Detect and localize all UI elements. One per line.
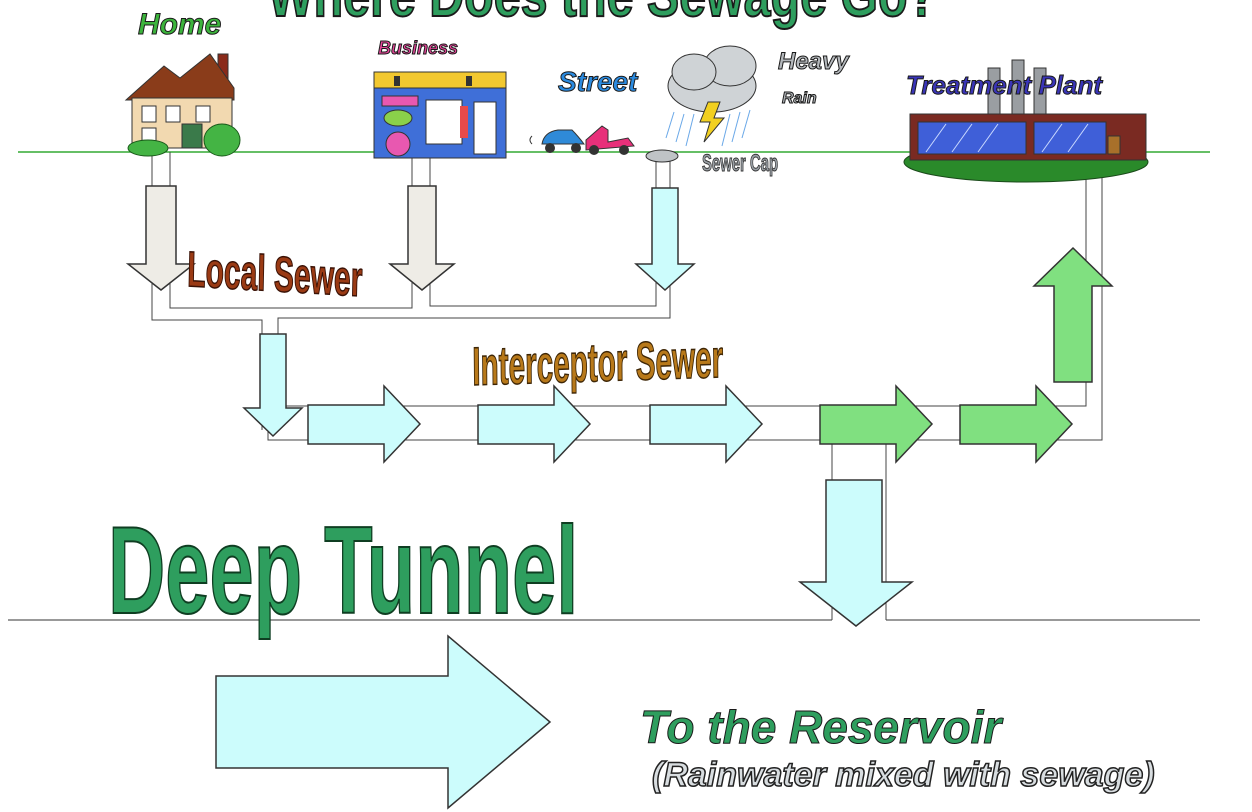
deep-tunnel-label: Deep Tunnel <box>107 501 579 641</box>
interceptor-arrow-2 <box>477 384 592 464</box>
heavy-rain-label-bottom: Rain <box>782 90 818 108</box>
local-sewer-label: Local Sewer <box>186 240 363 308</box>
plant-up-arrow <box>1032 246 1114 383</box>
storm-cloud-icon <box>665 45 757 147</box>
interceptor-arrow-4 <box>819 384 934 464</box>
house-icon <box>124 53 241 157</box>
cars-icon <box>529 125 635 155</box>
sewer-cap-label: Sewer Cap <box>702 150 779 178</box>
treatment-plant-label: Treatment Plant <box>905 70 1103 101</box>
page-title: Where Does the Sewage Go? <box>267 0 938 31</box>
reservoir-label: To the Reservoir <box>639 701 1002 754</box>
home-down-arrow <box>125 185 197 291</box>
tunnel-down-arrow <box>797 479 915 627</box>
business-street-pipe <box>429 152 657 307</box>
interceptor-arrow-3 <box>649 384 764 464</box>
business-label: Business <box>377 38 459 59</box>
interceptor-arrow-5 <box>959 384 1074 464</box>
street-label: Street <box>557 66 638 98</box>
interceptor-arrows <box>215 246 1114 810</box>
storefront-icon <box>373 71 507 159</box>
reservoir-note: (Rainwater mixed with sewage) <box>651 755 1155 795</box>
street-down-arrow <box>634 187 696 292</box>
factory-icon <box>903 59 1149 183</box>
local-sewer-arrows <box>125 185 696 438</box>
collector-down-arrow <box>242 333 304 438</box>
heavy-rain-label-top: Heavy <box>778 48 850 76</box>
reservoir-arrow <box>215 634 552 810</box>
interceptor-sewer-label: Interceptor Sewer <box>471 328 724 397</box>
interceptor-arrow-1 <box>307 384 422 464</box>
business-down-arrow <box>387 185 457 291</box>
sewer-cap-icon <box>645 149 679 163</box>
home-label: Home <box>137 8 222 42</box>
